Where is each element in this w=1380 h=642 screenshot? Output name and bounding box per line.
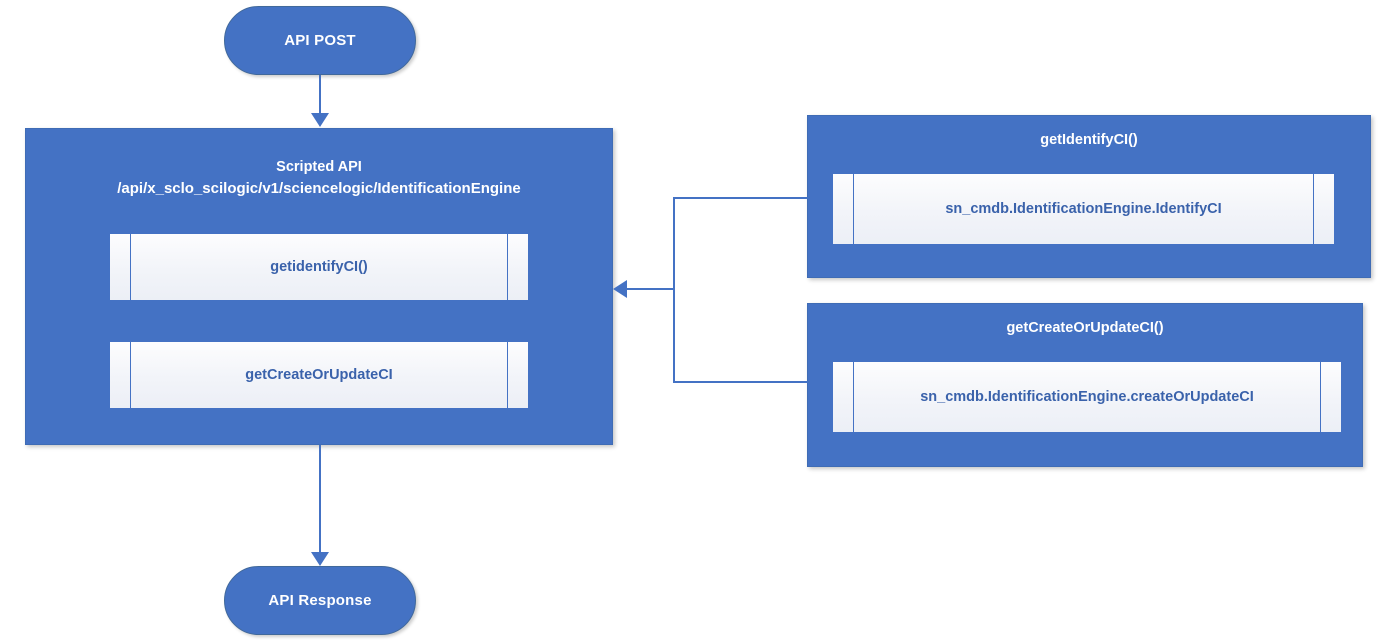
- process-sn-cmdb-identifyci[interactable]: sn_cmdb.IdentificationEngine.IdentifyCI: [832, 173, 1335, 245]
- right-box-getidentifyci-title: getIdentifyCI(): [1040, 132, 1138, 148]
- process-right-band: [1313, 174, 1314, 244]
- scripted-api-title-line2: /api/x_sclo_scilogic/v1/sciencelogic/Ide…: [117, 180, 521, 197]
- connector-api-post-to-scripted-api-arrowhead: [311, 113, 329, 127]
- node-api-response[interactable]: API Response: [224, 566, 416, 635]
- process-sn-cmdb-createorupdateci[interactable]: sn_cmdb.IdentificationEngine.createOrUpd…: [832, 361, 1342, 433]
- scripted-api-container[interactable]: Scripted API /api/x_sclo_scilogic/v1/sci…: [25, 128, 613, 445]
- process-left-band: [130, 342, 131, 408]
- connector-right-bracket-arrowhead: [613, 280, 627, 298]
- connector-right-bracket-top-stub: [673, 197, 808, 199]
- process-getidentifyci-label: getidentifyCI(): [270, 259, 368, 275]
- process-getidentifyci[interactable]: getidentifyCI(): [109, 233, 529, 301]
- connector-scripted-api-to-api-response-line: [319, 445, 321, 557]
- scripted-api-title-line1: Scripted API: [276, 159, 362, 175]
- process-right-band: [507, 234, 508, 300]
- connector-right-bracket-to-scripted-api-line: [627, 288, 675, 290]
- node-api-post-label: API POST: [284, 32, 356, 49]
- process-left-band: [853, 362, 854, 432]
- process-right-band: [507, 342, 508, 408]
- node-api-response-label: API Response: [268, 592, 372, 609]
- process-right-band: [1320, 362, 1321, 432]
- node-api-post[interactable]: API POST: [224, 6, 416, 75]
- connector-api-post-to-scripted-api-line: [319, 75, 321, 115]
- connector-scripted-api-to-api-response-arrowhead: [311, 552, 329, 566]
- connector-right-bracket-spine: [673, 197, 675, 383]
- process-left-band: [130, 234, 131, 300]
- connector-right-bracket-bottom-stub: [673, 381, 808, 383]
- process-left-band: [853, 174, 854, 244]
- right-box-getidentifyci[interactable]: getIdentifyCI() sn_cmdb.IdentificationEn…: [807, 115, 1371, 278]
- process-getcreateorupdateci[interactable]: getCreateOrUpdateCI: [109, 341, 529, 409]
- process-sn-cmdb-createorupdateci-label: sn_cmdb.IdentificationEngine.createOrUpd…: [920, 389, 1254, 405]
- process-sn-cmdb-identifyci-label: sn_cmdb.IdentificationEngine.IdentifyCI: [945, 201, 1222, 217]
- right-box-getcreateorupdateci[interactable]: getCreateOrUpdateCI() sn_cmdb.Identifica…: [807, 303, 1363, 467]
- right-box-getcreateorupdateci-title: getCreateOrUpdateCI(): [1006, 320, 1164, 336]
- process-getcreateorupdateci-label: getCreateOrUpdateCI: [245, 367, 393, 383]
